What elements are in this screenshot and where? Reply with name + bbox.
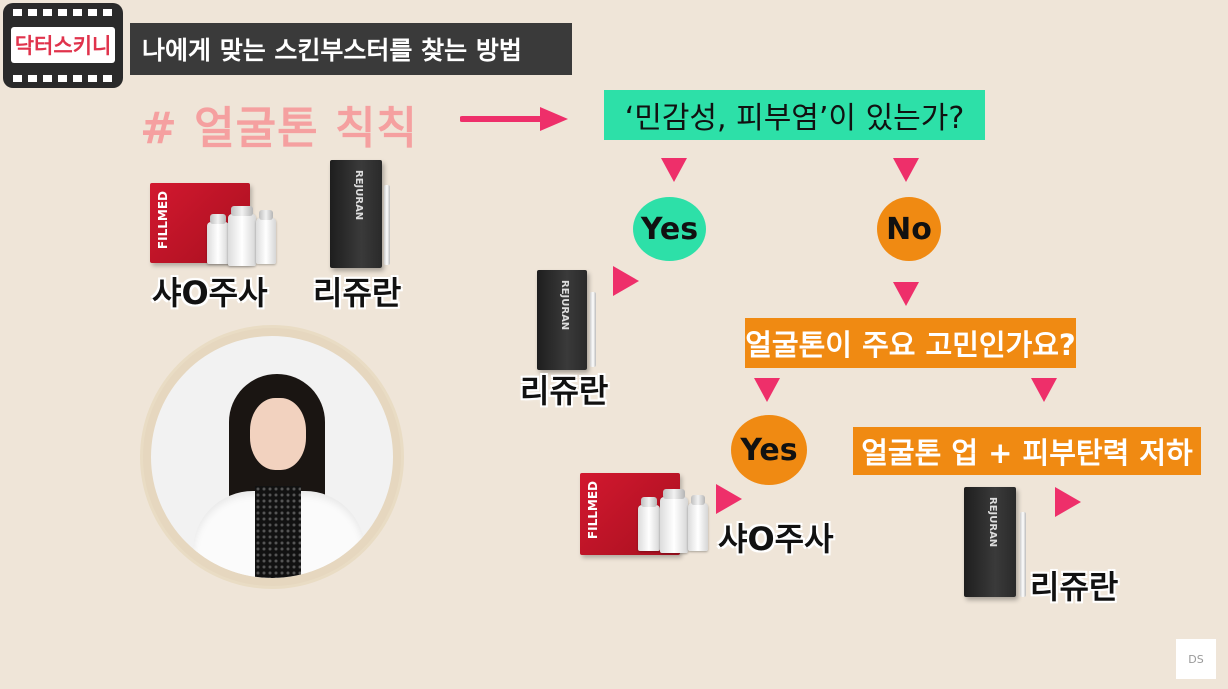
rejuran-product-box: REJURAN [330, 160, 382, 268]
question-sensitivity: ‘민감성, 피부염’이 있는가? [604, 90, 985, 140]
yes-badge-2: Yes [731, 415, 807, 485]
channel-logo: 닥터스키니 [3, 3, 123, 88]
channel-logo-text: 닥터스키니 [11, 27, 115, 63]
result-rejuran-2: 리쥬란 [1030, 568, 1119, 606]
vial-image [256, 210, 276, 264]
page-title: 나에게 맞는 스킨부스터를 찾는 방법 [130, 23, 572, 75]
down-arrow-icon [893, 158, 919, 182]
rejuran-brand-label: REJURAN [559, 280, 570, 331]
hashtag-heading: # 얼굴톤 칙칙 [140, 103, 418, 154]
syringe-image [384, 185, 390, 265]
doctor-portrait [140, 325, 404, 589]
vial-image [660, 489, 688, 553]
right-arrow-icon [1055, 487, 1081, 517]
question-tone: 얼굴톤이 주요 고민인가요? [745, 318, 1076, 368]
vial-image [688, 495, 708, 551]
film-perforation [13, 9, 113, 16]
rejuran-product-box: REJURAN [537, 270, 587, 370]
vial-image [638, 497, 660, 551]
right-arrow-icon [716, 484, 742, 514]
result-rejuran-1: 리쥬란 [520, 372, 609, 410]
vial-image [207, 214, 229, 264]
syringe-image [590, 292, 596, 367]
film-perforation [13, 75, 113, 82]
right-arrow-icon [613, 266, 639, 296]
watermark-logo: DS [1176, 639, 1216, 679]
rejuran-brand-label: REJURAN [352, 170, 364, 221]
yes-badge-1: Yes [633, 197, 706, 261]
result-sha: 샤O주사 [718, 520, 834, 558]
rejuran-brand-label: REJURAN [986, 497, 998, 548]
down-arrow-icon [1031, 378, 1057, 402]
no-badge-1: No [877, 197, 941, 261]
product-label-sha: 샤O주사 [152, 274, 268, 312]
down-arrow-icon [661, 158, 687, 182]
right-arrow-icon [460, 107, 568, 131]
tone-elasticity-box: 얼굴톤 업 + 피부탄력 저하 [853, 427, 1201, 475]
syringe-image [1020, 512, 1026, 597]
fillmed-brand-label: FILLMED [156, 191, 170, 250]
product-label-rejuran: 리쥬란 [313, 274, 402, 312]
rejuran-product-box: REJURAN [964, 487, 1016, 597]
down-arrow-icon [754, 378, 780, 402]
down-arrow-icon [893, 282, 919, 306]
vial-image [228, 206, 256, 266]
fillmed-brand-label: FILLMED [586, 481, 600, 540]
